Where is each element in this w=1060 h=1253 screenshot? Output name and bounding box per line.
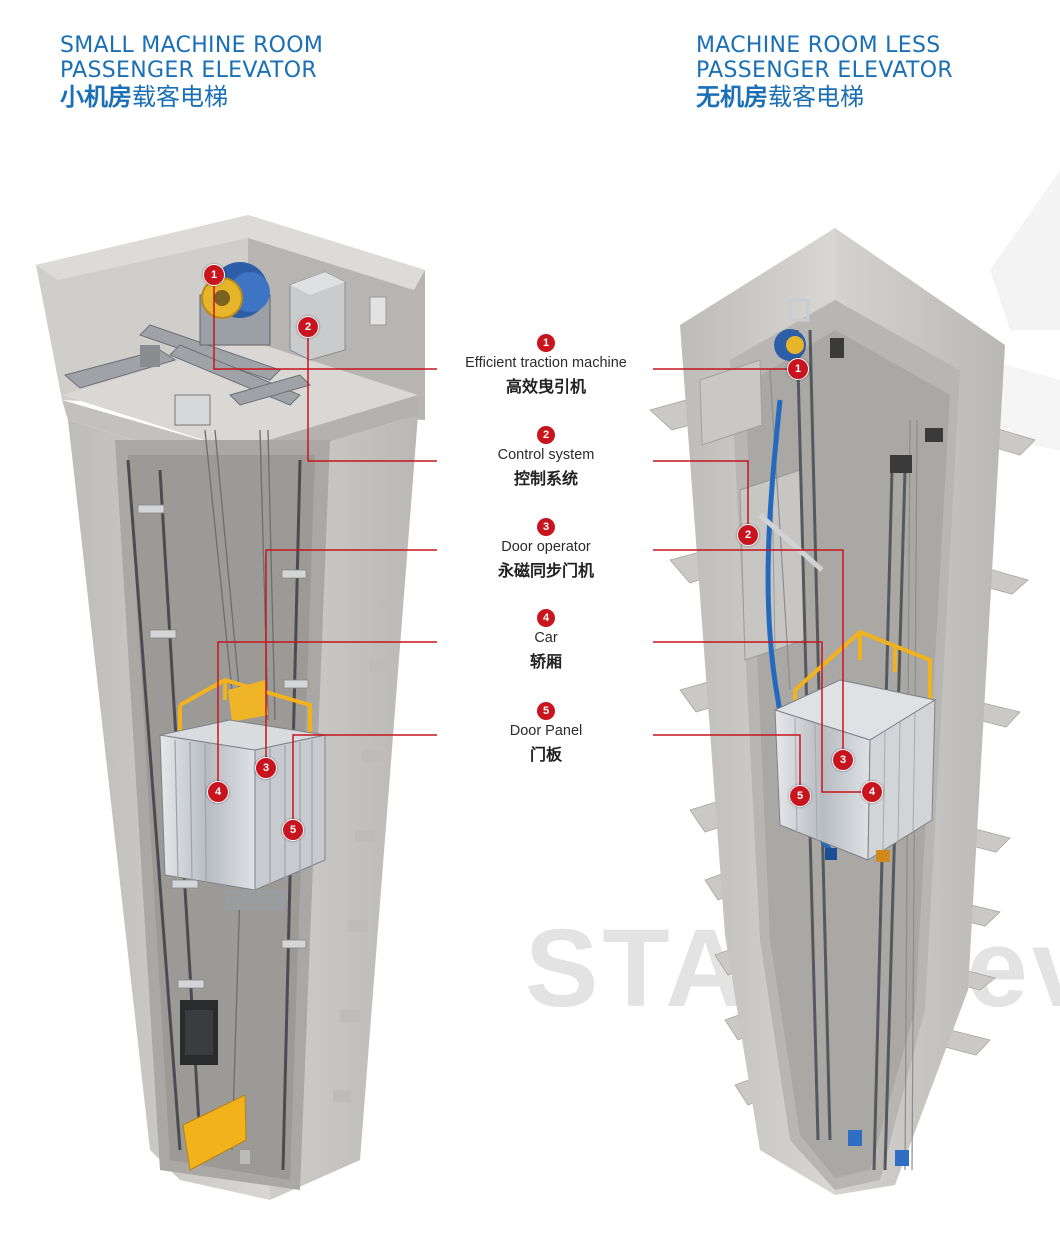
left-title-chinese: 小机房载客电梯	[60, 85, 323, 110]
left-title-line1: SMALL MACHINE ROOM	[60, 33, 324, 58]
legend-label-en: Efficient traction machine	[465, 355, 627, 371]
background-shapes	[990, 170, 1060, 450]
legend-item-door-panel: 5 Door Panel 门板	[426, 699, 666, 765]
left-marker-2: 2	[297, 316, 319, 338]
right-marker-3: 3	[832, 749, 854, 771]
right-title-line1: MACHINE ROOM LESS	[696, 33, 941, 58]
legend-label-zh: 高效曳引机	[505, 377, 586, 396]
legend-item-door-operator: 3 Door operator 永磁同步门机	[426, 515, 666, 581]
left-marker-4: 4	[207, 781, 229, 803]
legend-item-traction-machine: 1 Efficient traction machine 高效曳引机	[426, 331, 666, 397]
legend-badge: 3	[537, 518, 555, 536]
left-counterweight	[180, 1000, 218, 1065]
left-title-chinese-bold: 小机房	[60, 83, 132, 111]
legend-badge: 5	[537, 702, 555, 720]
right-title: MACHINE ROOM LESS PASSENGER ELEVATOR 无机房…	[696, 33, 953, 110]
left-elevator-shaft	[36, 215, 425, 1200]
legend-label-zh: 轿厢	[529, 652, 562, 671]
legend-item-control-system: 2 Control system 控制系统	[426, 423, 666, 489]
left-title-line2: PASSENGER ELEVATOR	[60, 58, 317, 83]
legend-label-en: Door Panel	[509, 723, 583, 739]
legend-label-zh: 控制系统	[513, 469, 578, 488]
leader-lines	[213, 275, 872, 830]
legend-label-en: Door operator	[501, 539, 591, 555]
right-marker-4: 4	[861, 781, 883, 803]
left-control-cabinet	[289, 271, 387, 361]
legend-label-zh: 永磁同步门机	[497, 561, 594, 580]
legend-badge: 1	[537, 334, 555, 352]
left-traction-machine	[199, 262, 271, 346]
left-title-chinese-rest: 载客电梯	[132, 83, 228, 111]
legend-label-en: Control system	[497, 447, 595, 463]
legend-item-car: 4 Car 轿厢	[426, 606, 666, 672]
right-title-line2: PASSENGER ELEVATOR	[696, 58, 953, 83]
right-marker-2: 2	[737, 524, 759, 546]
left-marker-1: 1	[203, 264, 225, 286]
legend-badge: 2	[537, 426, 555, 444]
right-traction-machine	[774, 298, 943, 473]
right-title-chinese: 无机房载客电梯	[696, 85, 953, 110]
legend-label-zh: 门板	[529, 745, 562, 764]
left-title: SMALL MACHINE ROOM PASSENGER ELEVATOR 小机…	[60, 33, 323, 110]
legend-badge: 4	[537, 609, 555, 627]
left-marker-3: 3	[255, 757, 277, 779]
right-title-chinese-bold: 无机房	[696, 83, 768, 111]
right-marker-5: 5	[789, 785, 811, 807]
right-marker-1: 1	[787, 358, 809, 380]
right-title-chinese-rest: 载客电梯	[768, 83, 864, 111]
legend-label-en: Car	[534, 630, 558, 646]
left-marker-5: 5	[282, 819, 304, 841]
